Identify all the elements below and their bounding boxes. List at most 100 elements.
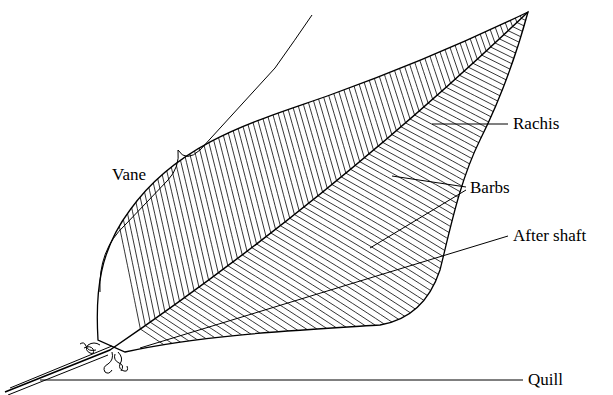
quill-outline xyxy=(8,346,112,395)
barb xyxy=(191,0,256,244)
barb xyxy=(392,0,481,55)
barb xyxy=(464,71,613,216)
barb xyxy=(495,43,613,184)
barb xyxy=(451,83,613,229)
barb xyxy=(404,0,495,43)
barb xyxy=(161,21,223,269)
barb xyxy=(208,0,275,229)
barb xyxy=(217,0,285,222)
barb xyxy=(109,62,165,312)
barb xyxy=(388,0,477,59)
barb xyxy=(352,0,437,95)
barb xyxy=(233,0,303,207)
after-feather xyxy=(80,343,128,373)
barb xyxy=(221,0,290,218)
barb xyxy=(204,0,271,233)
barb xyxy=(424,107,613,256)
barb xyxy=(194,291,442,395)
barb xyxy=(266,237,518,395)
barb xyxy=(225,0,294,215)
barb xyxy=(252,248,503,395)
barb xyxy=(383,142,613,295)
barb xyxy=(180,301,427,395)
barb xyxy=(175,305,422,395)
part-label: Barbs xyxy=(470,178,510,198)
barb xyxy=(280,226,532,389)
barb xyxy=(87,79,140,329)
vane-bracket xyxy=(100,15,312,292)
barb xyxy=(517,22,613,161)
barb xyxy=(396,131,613,282)
barb xyxy=(513,27,613,166)
barb xyxy=(140,38,199,287)
barb xyxy=(96,72,150,322)
part-label: Quill xyxy=(528,370,563,390)
barb xyxy=(337,181,592,338)
barb xyxy=(357,0,442,91)
barb xyxy=(336,0,419,111)
barb xyxy=(174,11,237,259)
barb xyxy=(360,162,613,317)
barb xyxy=(263,0,337,181)
vane-outline xyxy=(97,12,528,352)
barb xyxy=(170,14,233,262)
barb xyxy=(420,0,513,27)
barb xyxy=(433,99,613,247)
barb xyxy=(308,0,387,138)
barb xyxy=(285,222,538,384)
barb xyxy=(499,39,613,180)
barb xyxy=(228,266,478,395)
barb xyxy=(344,0,428,103)
barb xyxy=(346,173,602,330)
barb xyxy=(187,0,252,248)
barb xyxy=(406,123,613,273)
barb xyxy=(460,75,613,220)
barb xyxy=(428,0,522,18)
barb xyxy=(468,67,613,211)
barb xyxy=(428,103,613,251)
barb xyxy=(313,200,567,360)
barb xyxy=(442,91,613,238)
barb xyxy=(332,184,587,342)
barb xyxy=(287,0,364,158)
barb xyxy=(250,0,322,192)
barb xyxy=(242,255,492,395)
barb xyxy=(144,35,204,284)
barb xyxy=(504,35,613,175)
barb xyxy=(100,69,155,319)
barb xyxy=(294,215,547,376)
barb xyxy=(153,28,214,277)
barb xyxy=(491,47,613,189)
barb xyxy=(364,158,613,313)
barb xyxy=(340,0,423,107)
barb xyxy=(410,119,613,269)
barb xyxy=(275,0,350,169)
barb xyxy=(183,3,247,251)
barb xyxy=(238,0,309,203)
barb xyxy=(212,0,280,226)
barb xyxy=(508,31,613,171)
part-label: Vane xyxy=(112,165,146,185)
barb xyxy=(349,0,433,99)
barb xyxy=(486,51,613,193)
barb xyxy=(369,154,613,308)
barb xyxy=(304,0,383,142)
barb xyxy=(328,0,410,119)
barb xyxy=(200,0,266,237)
barb xyxy=(290,218,543,380)
barb xyxy=(416,0,508,31)
barb xyxy=(271,233,523,395)
barb xyxy=(242,0,313,200)
barb xyxy=(300,0,378,146)
barb xyxy=(424,0,517,22)
barb xyxy=(229,0,299,211)
barb xyxy=(373,0,460,75)
barb xyxy=(380,0,468,67)
barb xyxy=(400,0,490,47)
part-label: Rachis xyxy=(513,114,559,134)
barb xyxy=(195,0,261,240)
barb xyxy=(350,169,606,325)
barb xyxy=(320,0,401,127)
